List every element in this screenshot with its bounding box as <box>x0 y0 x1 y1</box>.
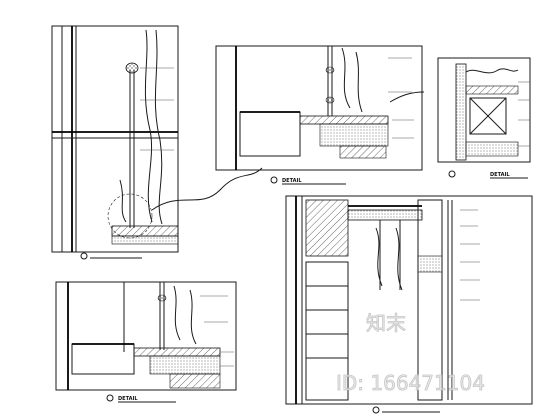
far-right-detail-caption: DETAIL <box>490 172 510 178</box>
panel-bottom-right-elevation <box>285 195 533 414</box>
panel-far-right-section: DETAIL <box>437 57 531 179</box>
bottom-left-detail-caption: DETAIL <box>118 396 138 402</box>
watermark: 知末 ID: 166471104 <box>336 311 486 396</box>
panel-bottom-left-detail: DETAIL <box>55 281 237 403</box>
panel-top-right-detail: DETAIL <box>215 45 425 185</box>
watermark-id-text: ID: 166471104 <box>336 371 485 395</box>
panel-top-left-section <box>51 25 179 260</box>
top-right-detail-caption: DETAIL <box>282 178 302 184</box>
watermark-logo-text: 知末 <box>366 311 406 335</box>
